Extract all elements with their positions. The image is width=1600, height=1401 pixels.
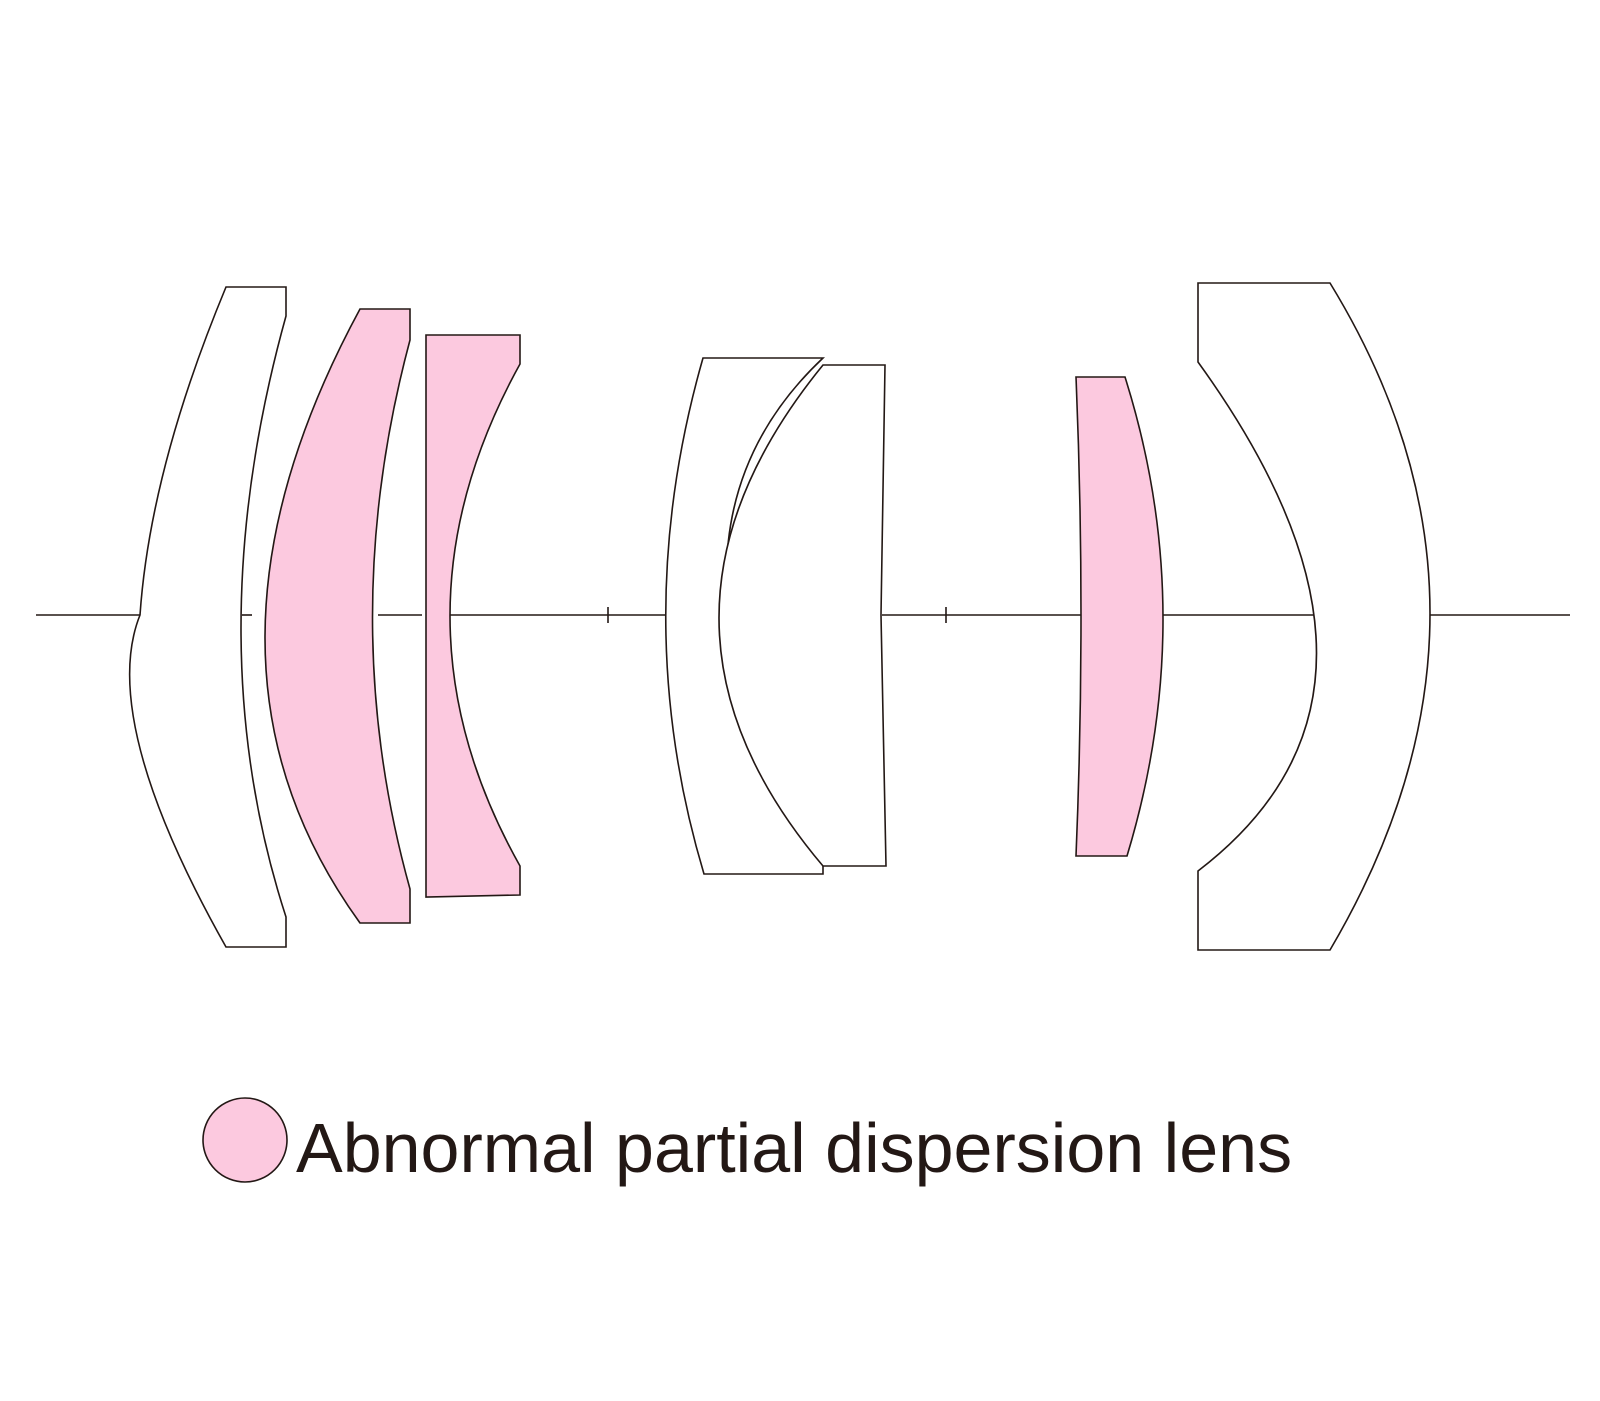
- lens-element: [1075, 376, 1164, 857]
- lens-element: [128, 286, 287, 948]
- legend: Abnormal partial dispersion lens: [202, 1097, 1292, 1187]
- lens-element: [425, 334, 521, 898]
- legend-label: Abnormal partial dispersion lens: [296, 1109, 1292, 1187]
- optical-axis: [36, 607, 1570, 623]
- lens-group: [128, 282, 1431, 951]
- lens-element: [718, 364, 887, 867]
- legend-swatch: [202, 1097, 288, 1183]
- lens-element: [1197, 282, 1431, 951]
- lens-element: [264, 308, 411, 924]
